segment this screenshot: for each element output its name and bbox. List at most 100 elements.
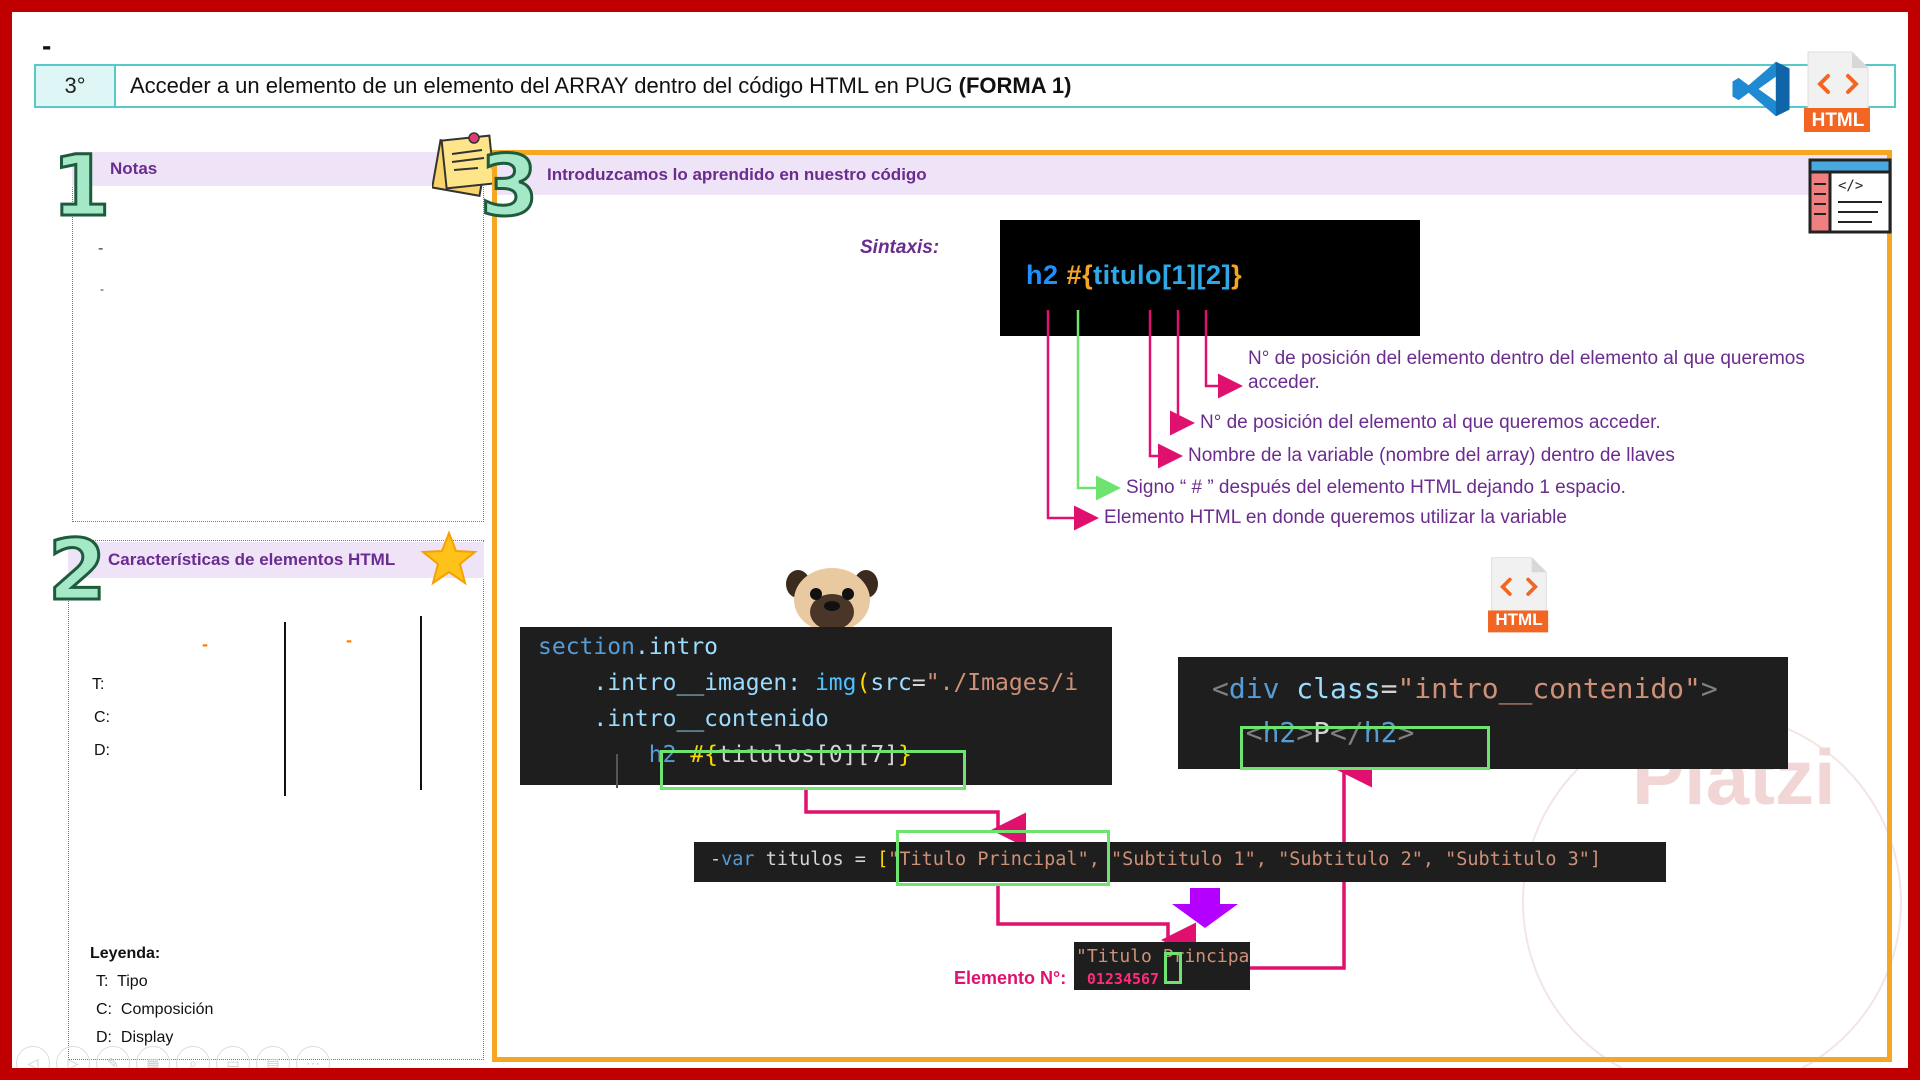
code-token: [0][7] bbox=[814, 742, 899, 768]
sticky-note-icon bbox=[432, 132, 496, 197]
code-token: < bbox=[1245, 716, 1263, 749]
section-number-3: 3 bbox=[478, 137, 539, 235]
lesson-number: 3° bbox=[36, 66, 116, 106]
code-token: .intro__contenido bbox=[538, 706, 829, 732]
extracted-string: "Titulo Principal" bbox=[1076, 946, 1250, 967]
code-token: > bbox=[1397, 716, 1415, 749]
legend-key: T: bbox=[96, 973, 109, 990]
row-label: T: bbox=[92, 676, 105, 693]
array-declaration-code: -var titulos = ["Titulo Principal", "Sub… bbox=[694, 842, 1666, 882]
syntax-hash: # bbox=[1066, 260, 1083, 290]
row-label: D: bbox=[94, 742, 110, 759]
main-panel bbox=[492, 150, 1892, 1062]
lesson-title: Acceder a un elemento de un elemento del… bbox=[116, 66, 1071, 106]
prev-icon[interactable]: ◁ bbox=[16, 1046, 50, 1068]
syntax-code: h2 #{titulo[1][2]} bbox=[1026, 260, 1242, 291]
html-badge-label: HTML bbox=[1495, 610, 1543, 629]
column-dash: - bbox=[346, 630, 352, 650]
lesson-title-bold: (FORMA 1) bbox=[958, 73, 1072, 98]
legend-item: C: Composición bbox=[90, 996, 213, 1024]
code-token: [ bbox=[877, 849, 889, 870]
main-title: Introduzcamos lo aprendido en nuestro có… bbox=[547, 165, 927, 184]
slide-navigation: ◁ ▷ ✎ ▦ ⌕ ▭ ▤ ⋯ bbox=[16, 1046, 330, 1068]
highlight-pug-interpolation bbox=[660, 750, 966, 790]
main-header: Introduzcamos lo aprendido en nuestro có… bbox=[497, 155, 1887, 195]
annotation-inner-index-cont: acceder. bbox=[1248, 372, 1320, 393]
code-token: - bbox=[710, 849, 722, 870]
slides-icon[interactable]: ▦ bbox=[136, 1046, 170, 1068]
code-token: .intro__imagen: bbox=[538, 670, 815, 696]
code-token: "./Images/i bbox=[925, 670, 1079, 696]
zoom-icon[interactable]: ⌕ bbox=[176, 1046, 210, 1068]
notes-title: Notas bbox=[110, 159, 158, 178]
html-code-block: <div class="intro__contenido"> <h2>P</h2… bbox=[1178, 657, 1788, 769]
notes-panel bbox=[72, 152, 484, 522]
code-token: < bbox=[1212, 672, 1229, 705]
column-dash: - bbox=[202, 634, 208, 654]
annotation-inner-index: N° de posición del elemento dentro del e… bbox=[1248, 348, 1805, 369]
legend-title: Leyenda: bbox=[90, 945, 161, 962]
subtitles-icon[interactable]: ▤ bbox=[256, 1046, 290, 1068]
code-token: section bbox=[538, 634, 635, 660]
code-token: > bbox=[1700, 672, 1718, 705]
code-token: h2 bbox=[1262, 716, 1297, 749]
syntax-close-brace: } bbox=[1231, 260, 1243, 290]
lesson-title-text: Acceder a un elemento de un elemento del… bbox=[130, 73, 953, 98]
legend-key: C: bbox=[96, 1001, 112, 1018]
syntax-var: titulo bbox=[1093, 260, 1163, 290]
syntax-tag: h2 bbox=[1026, 260, 1059, 290]
html-badge-label: HTML bbox=[1811, 110, 1865, 131]
column-divider bbox=[284, 622, 286, 796]
column-divider bbox=[420, 616, 422, 790]
characteristics-title: Características de elementos HTML bbox=[108, 550, 396, 569]
code-token: = bbox=[911, 670, 926, 696]
section-number-2: 2 bbox=[46, 521, 107, 619]
code-token: src bbox=[870, 670, 912, 696]
annotation-hash-sign: Signo “ # ” después del elemento HTML de… bbox=[1126, 477, 1626, 498]
more-icon[interactable]: ⋯ bbox=[296, 1046, 330, 1068]
syntax-label: Sintaxis: bbox=[860, 237, 940, 258]
pen-icon[interactable]: ✎ bbox=[96, 1046, 130, 1068]
code-token: "intro__contenido" bbox=[1397, 672, 1701, 705]
html-file-icon bbox=[1488, 557, 1549, 633]
code-token: = bbox=[1380, 672, 1398, 705]
characteristics-header: Características de elementos HTML bbox=[68, 542, 484, 578]
legend: Leyenda: T: Tipo C: Composición D: Displ… bbox=[90, 940, 213, 1052]
section-number-1: 1 bbox=[50, 137, 111, 235]
code-token: ( bbox=[856, 670, 871, 696]
code-token: #{ bbox=[690, 742, 719, 768]
code-token: var bbox=[721, 849, 755, 870]
legend-item: D: Display bbox=[90, 1024, 213, 1052]
vscode-icon bbox=[1732, 61, 1790, 117]
pug-code-block: section.intro .intro__imagen: img(src=".… bbox=[520, 627, 1112, 785]
code-token: .intro bbox=[634, 634, 719, 660]
syntax-index-1: [1] bbox=[1162, 260, 1197, 290]
pug-dog-icon bbox=[786, 568, 878, 632]
syntax-index-2: [2] bbox=[1196, 260, 1232, 290]
annotation-variable-name: Nombre de la variable (nombre del array)… bbox=[1188, 445, 1675, 466]
html-file-icon bbox=[1804, 51, 1870, 132]
slide: - 3° Acceder a un elemento de un element… bbox=[12, 12, 1908, 1068]
extracted-string-code: "Titulo Principal" 01234567 bbox=[1074, 942, 1250, 990]
legend-item: T: Tipo bbox=[90, 968, 213, 996]
next-icon[interactable]: ▷ bbox=[56, 1046, 90, 1068]
code-token: </ bbox=[1330, 716, 1364, 749]
note-item: - bbox=[100, 282, 104, 296]
legend-value: Composición bbox=[120, 1001, 214, 1018]
svg-text:</>: </> bbox=[1838, 178, 1863, 194]
code-token: "Titulo Principal" bbox=[888, 849, 1089, 870]
title-bar: 3° Acceder a un elemento de un elemento … bbox=[34, 64, 1896, 108]
code-token: > bbox=[1296, 716, 1314, 749]
code-token: p bbox=[649, 778, 663, 785]
screen-icon[interactable]: ▭ bbox=[216, 1046, 250, 1068]
code-token: , "Subtitulo 1", "Subtitulo 2", "Subtitu… bbox=[1088, 849, 1602, 870]
code-token: div bbox=[1228, 672, 1280, 705]
row-label: C: bbox=[94, 709, 110, 726]
highlight-html-output bbox=[1240, 726, 1490, 770]
top-dash: - bbox=[42, 30, 52, 61]
code-token: titulos bbox=[718, 742, 815, 768]
code-token: } bbox=[898, 742, 912, 768]
syntax-open-brace: { bbox=[1082, 260, 1094, 290]
code-token: img bbox=[814, 670, 857, 696]
note-item: - bbox=[98, 240, 104, 257]
